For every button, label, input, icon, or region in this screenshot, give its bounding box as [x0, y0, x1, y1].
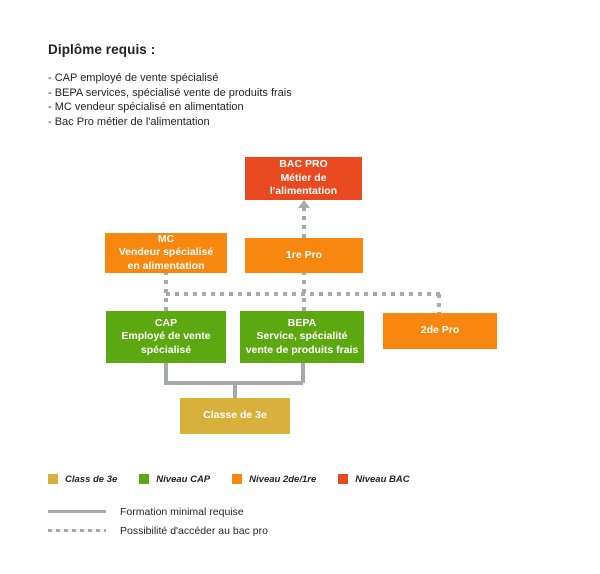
legend: Class de 3e Niveau CAP Niveau 2de/1re Ni… [48, 470, 568, 540]
legend-swatch-icon [338, 474, 349, 484]
legend-label: Niveau CAP [156, 473, 211, 485]
list-item: - MC vendeur spécialisé en alimentation [48, 101, 244, 113]
node-mc-line1: MC [157, 232, 175, 245]
legend-line-styles: Formation minimal requise Possibilité d'… [48, 502, 568, 540]
node-bac-pro-line1: BAC PRO [279, 158, 328, 171]
legend-item-niveau-cap: Niveau CAP [139, 474, 210, 485]
list-item: - CAP employé de vente spécialisé [48, 72, 219, 84]
node-2de-pro[interactable]: 2de Pro [383, 313, 497, 349]
node-cap-line3: spécialisé [140, 343, 192, 356]
node-mc-line2: Vendeur spécialisé [118, 246, 214, 259]
legend-label: Class de 3e [65, 473, 118, 485]
node-1re-pro-line1: 1re Pro [285, 248, 323, 261]
intro-block: Diplôme requis : - CAP employé de vente … [48, 42, 468, 129]
flowchart: BAC PRO Métier de l'alimentation MC Vend… [105, 157, 497, 434]
legend-swatch-icon [139, 474, 150, 484]
solid-line-icon [48, 507, 106, 517]
legend-label: Niveau 2de/1re [249, 473, 317, 485]
legend-line-dashed: Possibilité d'accéder au bac pro [48, 521, 568, 540]
node-bac-pro-line2: Métier de l'alimentation [269, 171, 338, 198]
node-cap[interactable]: CAP Employé de vente spécialisé [106, 311, 226, 363]
legend-swatch-icon [232, 474, 243, 484]
node-2de-pro-line1: 2de Pro [420, 324, 460, 337]
node-1re-pro[interactable]: 1re Pro [245, 238, 363, 273]
dashed-line-icon [48, 526, 106, 536]
legend-line-solid: Formation minimal requise [48, 502, 568, 521]
legend-swatch-icon [48, 474, 58, 484]
node-bepa[interactable]: BEPA Service, spécialité vente de produi… [240, 311, 364, 363]
node-mc[interactable]: MC Vendeur spécialisé en alimentation [105, 233, 227, 273]
node-cap-line2: Employé de vente [121, 330, 211, 343]
legend-line-label: Formation minimal requise [120, 505, 244, 518]
legend-line-label: Possibilité d'accéder au bac pro [120, 524, 268, 537]
legend-label: Niveau BAC [355, 473, 410, 485]
arrow-head-icon [298, 200, 310, 208]
page-title: Diplôme requis : [48, 42, 156, 57]
legend-item-niveau-bac: Niveau BAC [338, 473, 410, 485]
node-cap-line1: CAP [154, 316, 178, 329]
list-item: - Bac Pro métier de l'alimentation [48, 115, 210, 128]
legend-swatch-row: Class de 3e Niveau CAP Niveau 2de/1re Ni… [48, 470, 568, 488]
legend-item-niveau-2de-1re: Niveau 2de/1re [232, 474, 316, 485]
connector-lines [164, 200, 441, 398]
node-classe-de-3e-line1: Classe de 3e [203, 409, 267, 422]
list-item: - BEPA services, spécialisé vente de pro… [48, 86, 292, 99]
node-bepa-line1: BEPA [287, 316, 317, 329]
node-bepa-line2: Service, spécialité [256, 330, 348, 343]
diploma-list: - CAP employé de vente spécialisé - BEPA… [48, 71, 468, 129]
node-classe-de-3e[interactable]: Classe de 3e [180, 398, 290, 434]
node-bepa-line3: vente de produits frais [245, 343, 359, 356]
node-bac-pro[interactable]: BAC PRO Métier de l'alimentation [245, 157, 362, 200]
legend-item-classe-3e: Class de 3e [48, 474, 117, 485]
node-mc-line3: en alimentation [127, 259, 205, 272]
